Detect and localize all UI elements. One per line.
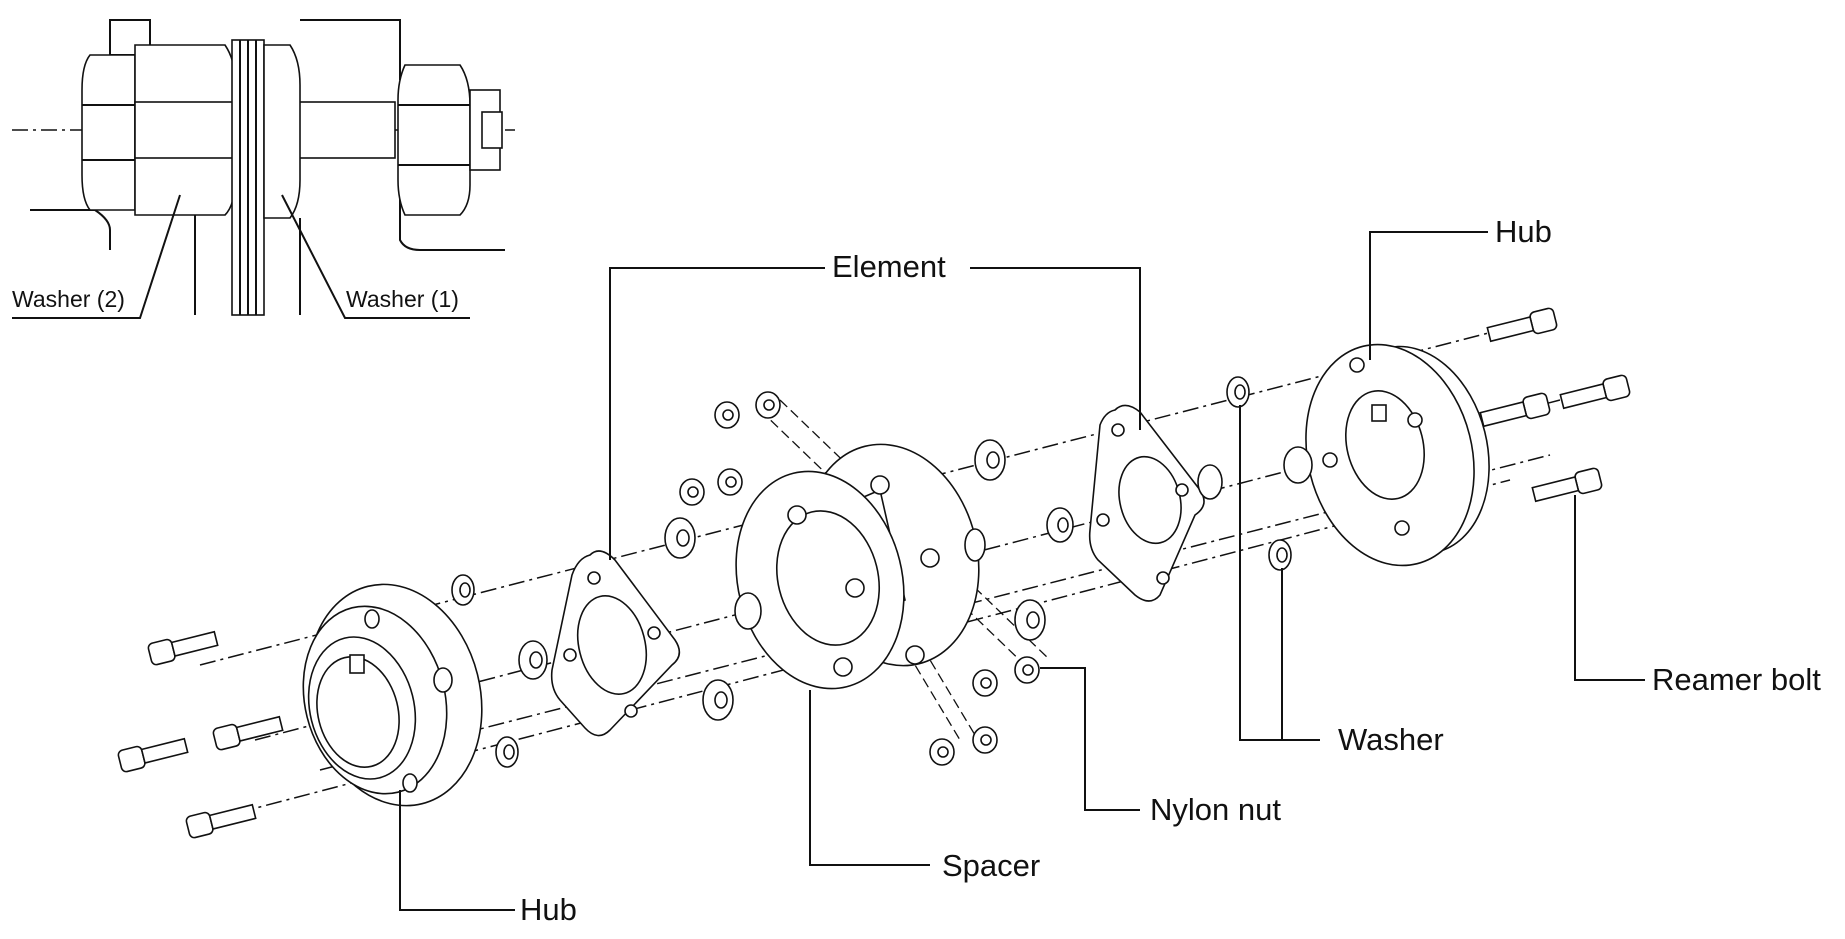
- inset-hex-nut-left: [81, 54, 136, 211]
- inset-leader-washer-2: [12, 194, 181, 319]
- label-nylon-nut: Nylon nut: [1150, 792, 1281, 827]
- label-spacer: Spacer: [942, 848, 1040, 883]
- inset-leader-washer-1: [281, 194, 470, 319]
- label-hub-bottom: Hub: [520, 892, 577, 927]
- hub-left: [302, 583, 483, 807]
- label-washer: Washer: [1338, 722, 1444, 757]
- leader-reamer-bolt: [1574, 495, 1645, 681]
- washers-right: [1226, 376, 1292, 571]
- spacer: [734, 443, 986, 690]
- label-washer-2: Washer (2): [12, 286, 125, 312]
- callout-leaders: [399, 231, 1645, 911]
- leader-nylon-nut: [1040, 667, 1140, 811]
- leader-hub-bottom: [399, 790, 515, 911]
- inset-element-stack: [231, 39, 265, 316]
- leader-spacer: [809, 690, 930, 866]
- leader-washer-a: [1239, 405, 1320, 741]
- inset-washer-1: [263, 44, 301, 219]
- nylon-nuts-top: [679, 391, 781, 506]
- inset-hex-nut-right: [397, 64, 471, 216]
- label-element: Element: [832, 249, 946, 284]
- label-reamer-bolt: Reamer bolt: [1652, 662, 1821, 697]
- bushings-left: [664, 517, 734, 721]
- callout-labels: Element Hub Hub Spacer Nylon nut Washer …: [520, 214, 1821, 927]
- hub-right: [1283, 343, 1490, 567]
- leader-hub-top: [1369, 231, 1488, 360]
- element-right: [1088, 404, 1223, 602]
- label-hub-top: Hub: [1495, 214, 1552, 249]
- inset-bolt-end: [481, 111, 503, 149]
- label-washer-1: Washer (1): [346, 286, 459, 312]
- reamer-bolts-left: [117, 630, 284, 839]
- inset-right-flange: [300, 19, 401, 80]
- element-left: [550, 550, 681, 737]
- nylon-nuts-bottom: [929, 656, 1040, 766]
- bushings-right: [974, 439, 1074, 641]
- inset-left-flange: [30, 209, 111, 250]
- leader-element-left: [609, 267, 825, 560]
- inset-detail: Washer (2) Washer (1): [12, 19, 515, 319]
- washers-left: [451, 574, 548, 768]
- reamer-bolts-right: [1479, 307, 1631, 503]
- leader-element-right: [970, 267, 1141, 430]
